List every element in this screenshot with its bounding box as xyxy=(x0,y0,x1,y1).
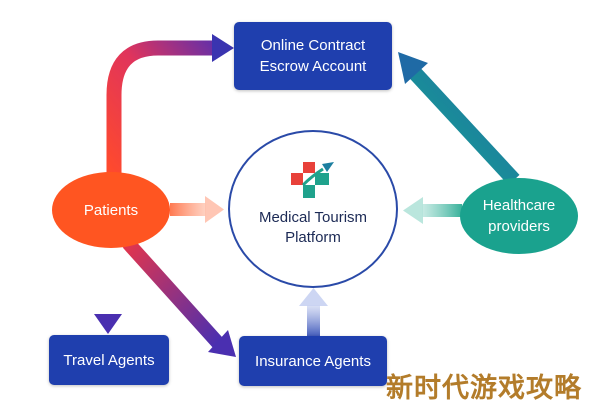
patients-node: Patients xyxy=(52,172,170,248)
escrow-label-line1: Online Contract xyxy=(260,37,366,54)
patients-label: Patients xyxy=(83,201,139,219)
arrow-patients-to-escrow xyxy=(106,34,234,178)
escrow-label-line2: Escrow Account xyxy=(259,58,367,75)
arrow-insurance-to-platform xyxy=(299,288,328,336)
healthcare-label-line1: Healthcare xyxy=(482,197,556,214)
arrow-patients-to-travel xyxy=(94,246,122,334)
platform-label-line1: Medical Tourism xyxy=(258,209,368,226)
medical-cross-plane-icon xyxy=(291,162,334,198)
medical-tourism-platform-node: Medical Tourism Platform xyxy=(228,130,398,288)
watermark-text: 新时代游戏攻略 xyxy=(386,373,582,404)
insurance-agents-box: Insurance Agents xyxy=(239,336,387,386)
arrow-patients-to-platform xyxy=(170,196,224,223)
arrow-healthcare-to-escrow xyxy=(398,52,520,186)
travel-agents-box: Travel Agents xyxy=(49,335,169,385)
travel-agents-label: Travel Agents xyxy=(63,351,155,369)
insurance-agents-label: Insurance Agents xyxy=(255,352,371,370)
platform-label-line2: Platform xyxy=(285,229,341,246)
healthcare-providers-node: Healthcare providers xyxy=(460,178,578,254)
arrow-patients-to-insurance xyxy=(122,238,236,357)
arrow-healthcare-to-platform xyxy=(403,197,462,224)
escrow-account-box: Online Contract Escrow Account xyxy=(234,22,392,90)
healthcare-label-line2: providers xyxy=(488,218,550,235)
